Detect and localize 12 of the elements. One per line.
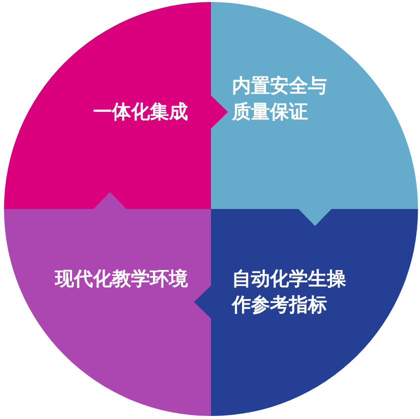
segment-label: 自动化学生操作参考指标 (232, 267, 347, 318)
segment-label: 现代化教学环境 (54, 267, 188, 292)
arrow-tab (194, 286, 211, 318)
quadrant-segment (211, 2, 418, 209)
arrow-tab (94, 192, 126, 209)
quadrant-segment (211, 209, 418, 416)
segment-label: 内置安全与质量保证 (232, 74, 328, 125)
quadrant-segment (4, 2, 211, 209)
arrow-tab (211, 96, 228, 128)
arrow-tab (298, 209, 332, 226)
segment-label: 一体化集成 (92, 100, 188, 125)
quadrant-segment (4, 209, 211, 416)
